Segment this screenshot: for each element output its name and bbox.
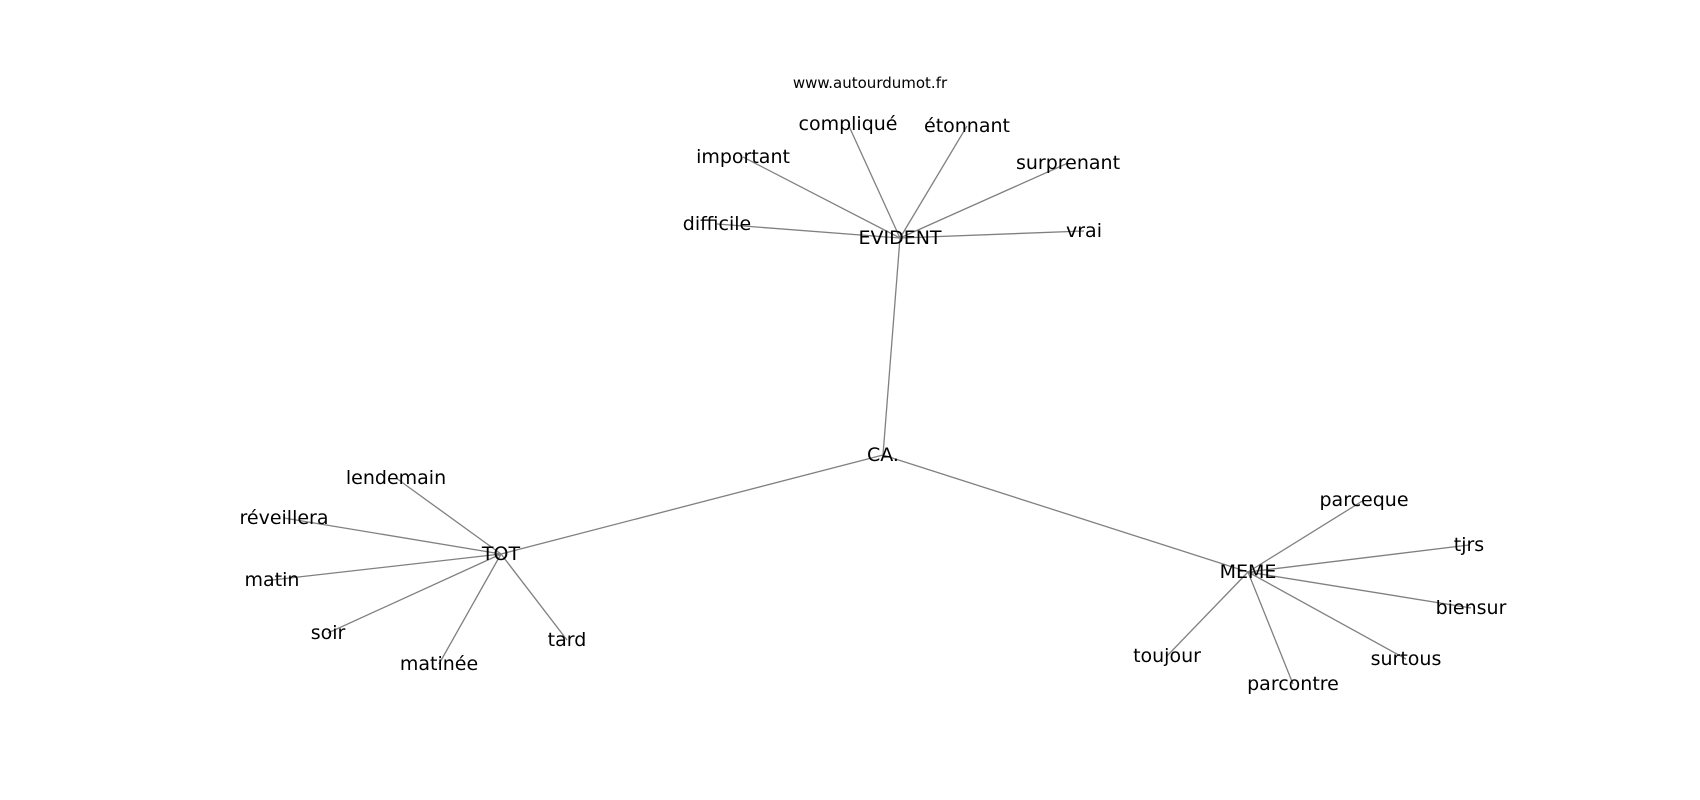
node-leaf-reveillera: réveillera [240, 507, 329, 529]
edge-root-evident [882, 237, 901, 456]
node-leaf-vrai: vrai [1066, 220, 1102, 242]
node-leaf-difficile: difficile [683, 213, 751, 235]
node-leaf-soir: soir [311, 622, 346, 644]
node-leaf-complique: compliqué [799, 113, 898, 135]
node-leaf-lendemain: lendemain [346, 467, 446, 489]
node-hub-tot: TOT [481, 543, 521, 565]
edge-meme-surtous [1247, 571, 1407, 660]
edge-evident-vrai [899, 230, 1085, 239]
edge-meme-parceque [1247, 499, 1365, 573]
node-hub-meme: MEME [1220, 561, 1277, 583]
node-leaf-surtous: surtous [1371, 648, 1442, 670]
node-hub-evident: EVIDENT [858, 227, 941, 249]
node-leaf-important: important [696, 146, 790, 168]
edge-evident-etonnant [899, 125, 968, 239]
edge-tot-matin [271, 553, 502, 581]
edge-tot-reveillera [283, 517, 502, 555]
watermark-text: www.autourdumot.fr [793, 74, 948, 92]
node-leaf-parceque: parceque [1319, 489, 1408, 511]
edge-evident-surprenant [899, 162, 1069, 239]
node-leaf-matin: matin [245, 569, 300, 591]
node-leaf-parcontre: parcontre [1247, 673, 1339, 695]
edge-meme-tjrs [1247, 544, 1470, 573]
edge-evident-difficile [716, 223, 901, 239]
edge-tot-soir [327, 553, 502, 634]
edge-tot-tard [500, 553, 568, 641]
edge-tot-lendemain [395, 477, 502, 555]
edge-meme-toujour [1166, 571, 1249, 657]
edge-evident-important [742, 156, 901, 239]
edge-root-meme [882, 454, 1249, 573]
node-leaf-tjrs: tjrs [1454, 534, 1484, 556]
node-leaf-tard: tard [548, 629, 587, 651]
edge-meme-biensur [1247, 571, 1472, 609]
edge-root-tot [500, 454, 884, 555]
node-leaf-etonnant: étonnant [924, 115, 1010, 137]
edge-meme-parcontre [1247, 571, 1294, 685]
node-leaf-surprenant: surprenant [1016, 152, 1120, 174]
node-root: CA. [867, 444, 899, 466]
graph-edges [271, 123, 1472, 685]
node-leaf-matinee: matinée [400, 653, 478, 675]
node-leaf-toujour: toujour [1133, 645, 1201, 667]
graph-labels: CA. EVIDENT compliqué étonnant important surp… [240, 113, 1507, 695]
edge-evident-complique [847, 123, 901, 239]
edge-tot-matinee [438, 553, 502, 665]
node-leaf-biensur: biensur [1436, 597, 1507, 619]
